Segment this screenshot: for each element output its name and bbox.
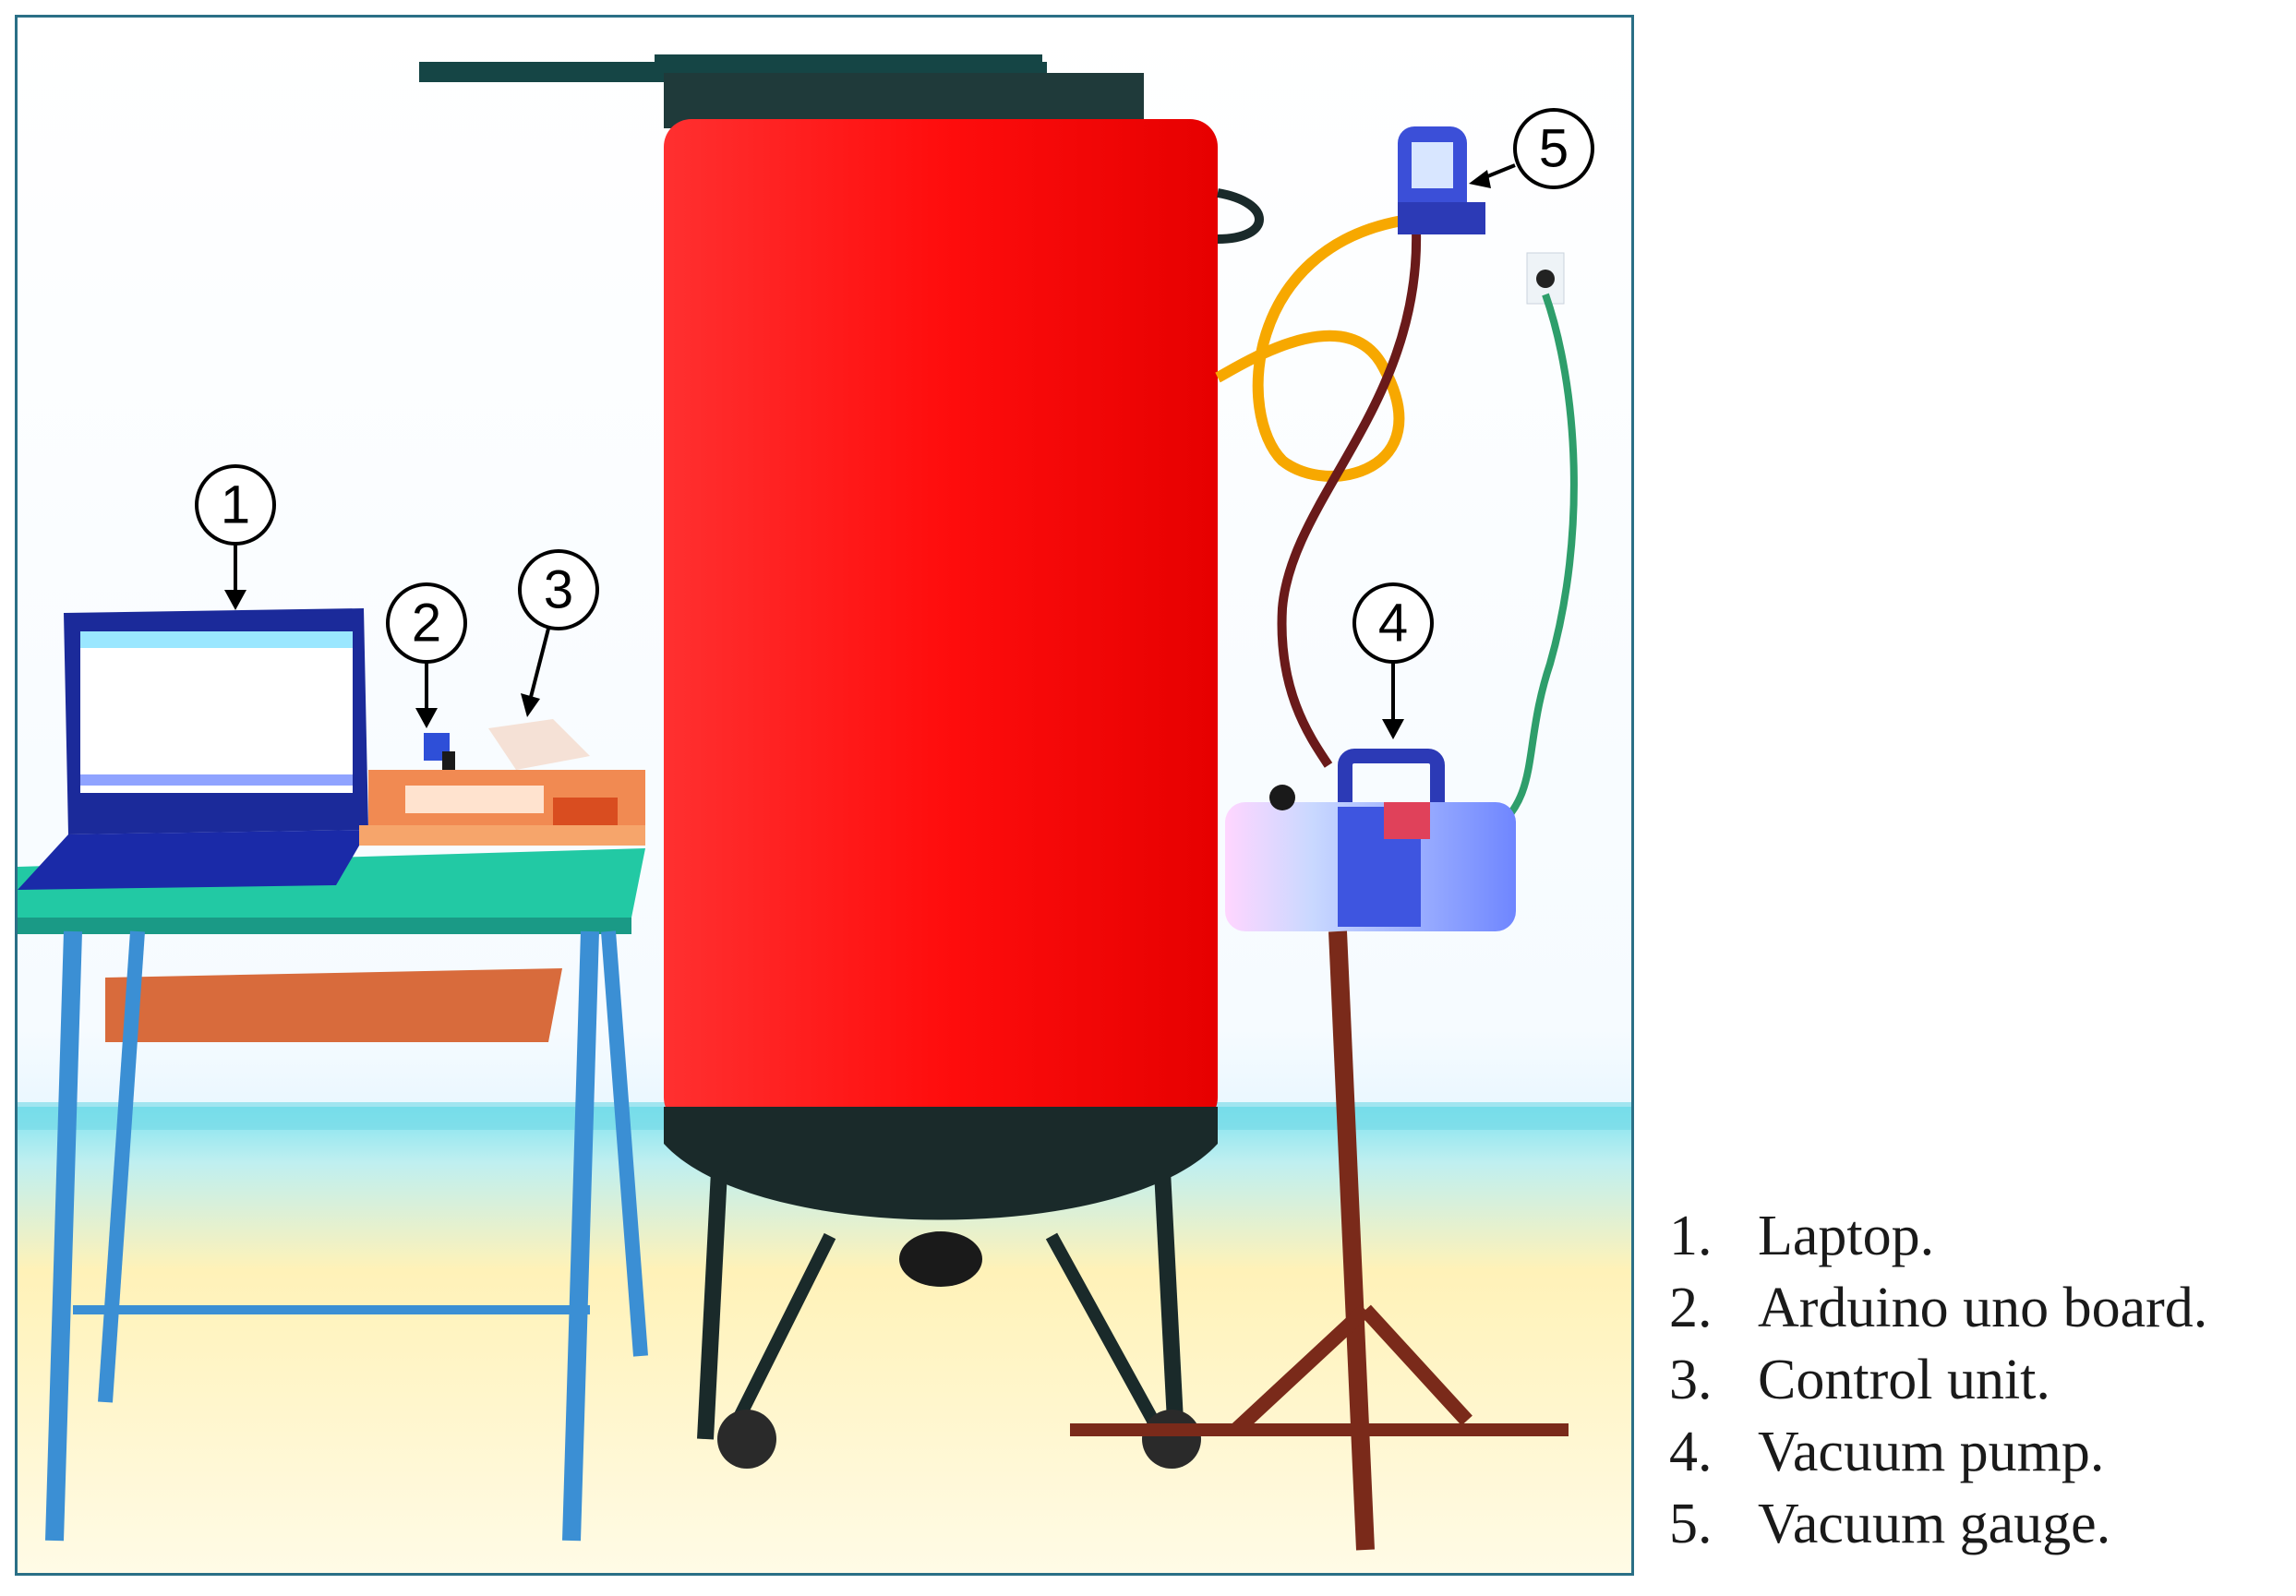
vacuum-tank-illustration [419,54,1264,1469]
legend-text: Vacuum gauge. [1758,1493,2111,1555]
orange-hose [1215,215,1405,482]
callout-5: 5 [1469,108,1594,189]
callout-4: 4 [1352,582,1434,739]
laptop-illustration [18,608,368,890]
legend-text: Vacuum pump. [1758,1421,2105,1483]
legend-item: 4. Vacuum pump. [1669,1416,2278,1488]
legend-item: 3. Control unit. [1669,1344,2278,1416]
legend-number: 3. [1669,1349,1713,1411]
legend-list: 1. Laptop. 2. Arduino uno board. 3. Control… [1669,1200,2278,1560]
legend-text: Control unit. [1758,1349,2050,1411]
control-unit-illustration [359,719,645,846]
legend-text: Laptop. [1758,1205,1935,1267]
legend-number: 2. [1669,1277,1713,1339]
legend-item: 2. Arduino uno board. [1669,1272,2278,1344]
legend-number: 1. [1669,1205,1713,1267]
callout-4-label: 4 [1378,594,1408,654]
legend-item: 1. Laptop. [1669,1200,2278,1272]
callout-2: 2 [386,582,467,728]
apparatus-illustration: 1 2 3 4 5 [18,18,1631,1573]
apparatus-photo: 1 2 3 4 5 [15,15,1634,1576]
legend-text: Arduino uno board. [1758,1277,2208,1339]
callout-5-label: 5 [1539,119,1569,179]
callout-1-label: 1 [221,475,250,535]
callout-2-label: 2 [412,594,441,654]
callout-3: 3 [518,549,599,717]
legend-number: 4. [1669,1421,1713,1483]
dark-hose [1277,229,1422,768]
power-cable [1492,293,1578,834]
vacuum-gauge-illustration [1398,126,1485,234]
legend-number: 5. [1669,1493,1713,1555]
callout-1: 1 [195,464,276,610]
vacuum-pump-illustration [1070,749,1569,1551]
callout-3-label: 3 [544,560,573,620]
legend-item: 5. Vacuum gauge. [1669,1488,2278,1560]
